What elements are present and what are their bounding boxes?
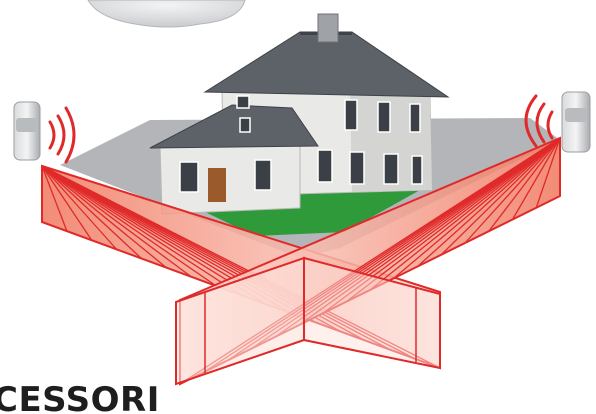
wireless-signal-icon (50, 108, 74, 162)
door (208, 168, 226, 202)
section-heading: CESSORI (0, 380, 160, 414)
pir-sensor-left (14, 102, 74, 162)
cloud-shape (88, 0, 245, 27)
house (150, 14, 448, 214)
